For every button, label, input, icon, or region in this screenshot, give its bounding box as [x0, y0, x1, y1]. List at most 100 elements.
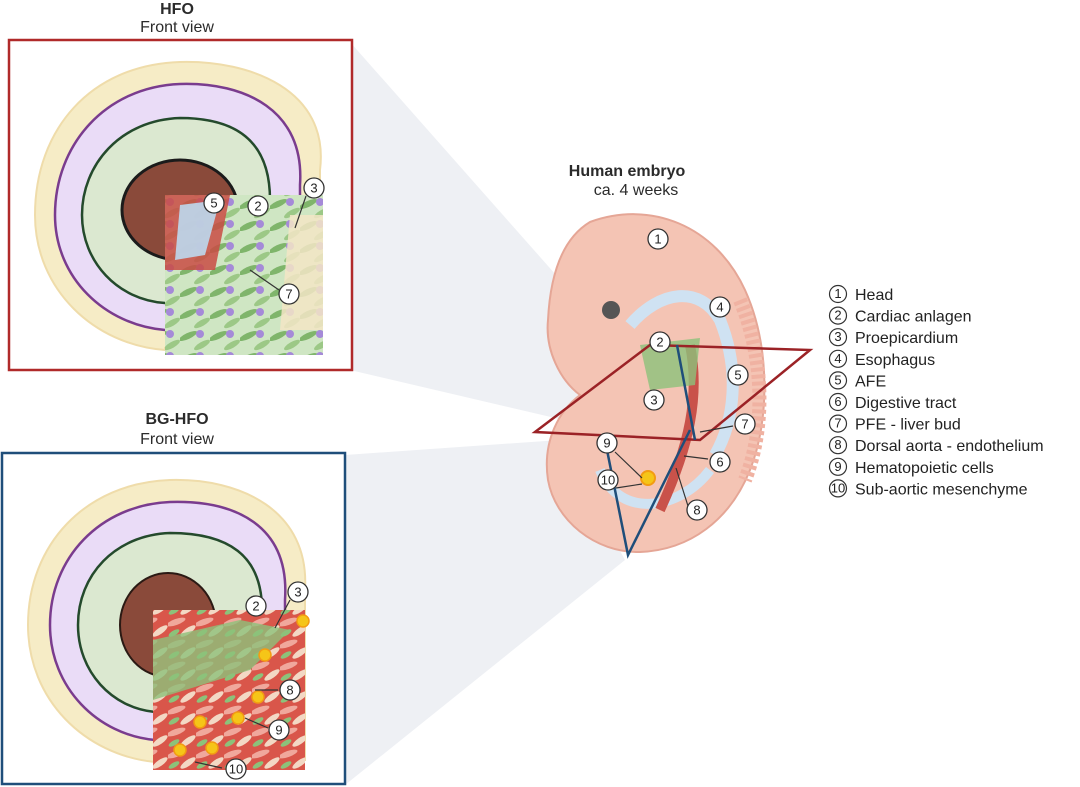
embryo-title: Human embryo [569, 163, 686, 180]
hfo-title: HFO [160, 1, 194, 18]
hematopoietic-cell [205, 741, 219, 755]
marker-circle-embryo-5 [727, 364, 749, 386]
marker-circle-embryo-3 [643, 389, 665, 411]
marker-number-embryo-1: 1 [654, 232, 661, 247]
marker-circle-embryo-9 [596, 432, 618, 454]
hematopoietic-cell [258, 648, 272, 662]
legend-label: PFE - liver bud [855, 417, 961, 434]
legend-marker-number: 3 [834, 329, 841, 344]
marker-leader-line [683, 455, 709, 460]
embryo-eye [602, 301, 620, 319]
legend-marker-circle [828, 457, 848, 476]
legend-marker-circle [828, 392, 848, 412]
bg-hfo-organoid [26, 478, 310, 770]
legend-marker-circle [828, 414, 848, 433]
embryo-figure: Human embryo ca. 4 weeks [531, 163, 814, 559]
marker-circle-hfo-7 [278, 283, 300, 305]
hfo-panel: HFO Front view [7, 1, 354, 372]
marker-number-bg_hfo-2: 2 [252, 599, 259, 614]
marker-number-embryo-4: 4 [716, 300, 723, 315]
marker-circle-embryo-8 [686, 499, 708, 521]
bg-hfo-title: BG-HFO [145, 411, 208, 428]
legend: 1 Head 2 Cardiac anlagen 3 Proepicardium 4 Esop… [828, 284, 1044, 498]
legend-label: Digestive tract [855, 395, 957, 412]
legend-marker-number: 1 [834, 286, 841, 301]
marker-number-hfo-7: 7 [285, 287, 292, 302]
legend-marker-number: 8 [834, 437, 841, 452]
marker-circle-bg_hfo-10 [225, 758, 247, 780]
legend-marker-circle [828, 436, 848, 455]
legend-marker-number: 5 [834, 372, 841, 387]
marker-number-hfo-5: 5 [210, 196, 217, 211]
marker-circle-hfo-5 [203, 192, 225, 214]
marker-circle-bg_hfo-3 [287, 581, 309, 603]
legend-label: Cardiac anlagen [855, 309, 972, 326]
hematopoietic-spot [640, 470, 656, 486]
marker-leader-line [249, 269, 280, 291]
marker-circle-hfo-2 [247, 195, 269, 217]
legend-label: Sub-aortic mesenchyme [855, 481, 1028, 498]
marker-number-bg_hfo-9: 9 [275, 723, 282, 738]
marker-number-embryo-10: 10 [601, 473, 615, 488]
marker-circle-embryo-4 [709, 296, 731, 318]
legend-marker-number: 6 [834, 394, 841, 409]
marker-number-embryo-3: 3 [650, 393, 657, 408]
marker-number-embryo-9: 9 [603, 436, 610, 451]
bg-hfo-section-line-a [675, 344, 697, 441]
esophagus-tube [625, 290, 739, 458]
legend-marker-number: 9 [834, 459, 841, 474]
bg-hfo-subtitle: Front view [140, 431, 214, 448]
marker-leader-line [675, 467, 689, 507]
legend-marker-circle [828, 371, 848, 390]
legend-marker-circle [828, 349, 848, 368]
hfo-organoid [33, 60, 323, 355]
legend-marker-number: 7 [834, 416, 841, 431]
legend-label: AFE [855, 373, 886, 390]
marker-circle-embryo-6 [709, 451, 731, 473]
hematopoietic-cell [296, 614, 310, 628]
marker-circle-embryo-7 [734, 413, 756, 435]
marker-circle-bg_hfo-9 [268, 719, 290, 741]
hematopoietic-cell [173, 743, 187, 757]
marker-number-bg_hfo-8: 8 [286, 683, 293, 698]
legend-label: Dorsal aorta - endothelium [855, 438, 1044, 455]
marker-number-hfo-3: 3 [310, 181, 317, 196]
legend-marker-circle [828, 328, 848, 347]
marker-number-hfo-2: 2 [254, 199, 261, 214]
hematopoietic-cell [231, 711, 245, 725]
marker-leader-line [614, 451, 643, 479]
marker-circle-embryo-2 [649, 331, 671, 353]
legend-label: Proepicardium [855, 330, 958, 347]
marker-number-embryo-2: 2 [656, 335, 663, 350]
hematopoietic-cell [193, 715, 207, 729]
legend-marker-number: 2 [834, 308, 841, 323]
marker-number-embryo-7: 7 [741, 417, 748, 432]
marker-leader-line [615, 483, 643, 489]
marker-number-embryo-6: 6 [716, 455, 723, 470]
marker-circle-embryo-10 [597, 469, 619, 491]
legend-marker-circle [828, 284, 848, 304]
marker-circle-hfo-3 [303, 177, 325, 199]
legend-marker-number: 10 [831, 480, 845, 495]
marker-leader-line [294, 195, 307, 229]
legend-label: Head [855, 287, 893, 304]
embryo-spine [733, 297, 767, 483]
marker-number-bg_hfo-10: 10 [229, 762, 243, 777]
marker-leader-line [699, 425, 734, 433]
legend-label: Hematopoietic cells [855, 460, 994, 477]
marker-circle-embryo-1 [647, 228, 669, 250]
legend-marker-number: 4 [834, 351, 841, 366]
marker-number-embryo-5: 5 [734, 368, 741, 383]
hfo-section-plane [531, 343, 814, 442]
embryo-subtitle: ca. 4 weeks [594, 182, 678, 199]
marker-circle-bg_hfo-2 [245, 595, 267, 617]
legend-label: Esophagus [855, 352, 935, 369]
hematopoietic-cell [251, 690, 265, 704]
marker-circle-bg_hfo-8 [279, 679, 301, 701]
marker-number-bg_hfo-3: 3 [294, 585, 301, 600]
marker-leader-line [194, 761, 223, 769]
legend-marker-circle [828, 479, 848, 498]
legend-marker-circle [828, 306, 848, 325]
